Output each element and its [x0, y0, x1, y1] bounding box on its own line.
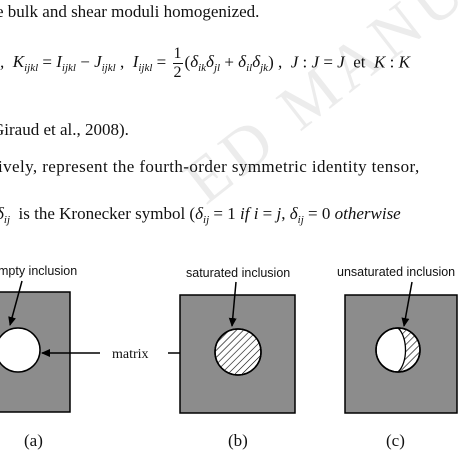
text-line-3: Giraud et al., 2008).	[0, 120, 129, 139]
arrow-empty	[8, 280, 23, 326]
text-line-5: δij is the Kronecker symbol (δij = 1 if …	[0, 204, 401, 226]
label-saturated-inclusion: saturated inclusion	[186, 266, 291, 280]
arrow-saturated	[228, 281, 237, 327]
caption-c: (c)	[386, 431, 405, 450]
text-line-1: e bulk and shear moduli homogenized.	[0, 2, 260, 21]
empty-inclusion	[0, 327, 41, 373]
fluid-interface	[397, 327, 407, 373]
caption-a: (a)	[24, 431, 43, 450]
label-unsaturated-inclusion: unsaturated inclusion	[337, 265, 456, 279]
saturated-hatching	[214, 328, 262, 376]
label-matrix: matrix	[112, 347, 149, 362]
inclusion-figure: mpty inclusion saturated inclusion unsat…	[0, 255, 474, 474]
unsaturated-fluid	[398, 328, 420, 372]
figure-drawing	[0, 280, 458, 414]
caption-b: (b)	[228, 431, 248, 450]
arrow-unsaturated	[401, 281, 413, 327]
label-empty-inclusion: mpty inclusion	[0, 264, 78, 278]
text-line-4: ively, represent the fourth-order symmet…	[0, 157, 420, 176]
